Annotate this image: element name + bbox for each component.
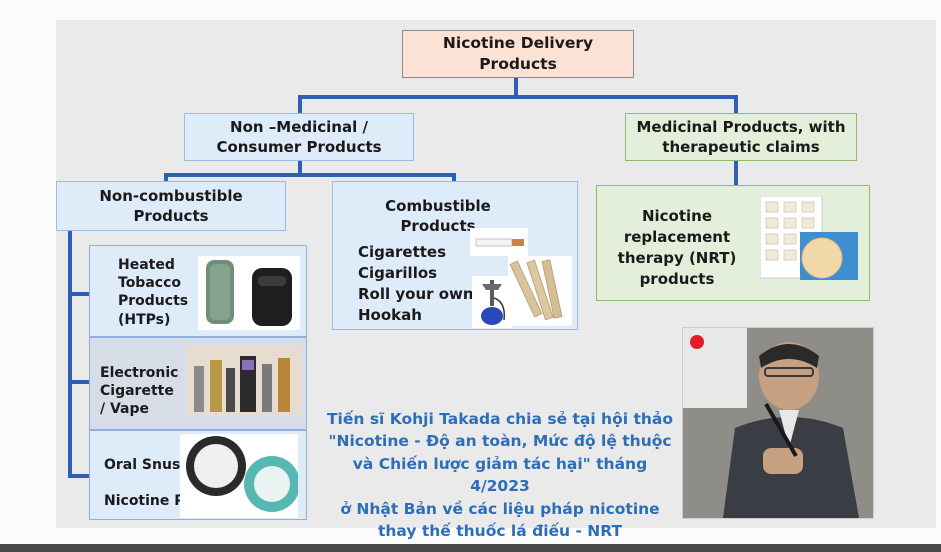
nrt-products-image bbox=[760, 196, 858, 280]
connector bbox=[514, 78, 518, 98]
node-non-combustible: Non-combustible Products bbox=[56, 181, 286, 231]
connector bbox=[298, 95, 738, 99]
nrt-label: Nicotine replacement therapy (NRT) produ… bbox=[614, 206, 740, 290]
connector bbox=[68, 230, 72, 478]
node-label: therapy (NRT) bbox=[617, 249, 737, 267]
caption-line: Tiến sĩ Kohji Takada chia sẻ tại hội thả… bbox=[326, 410, 673, 428]
row-label: Electronic bbox=[100, 365, 179, 381]
htp-device-image bbox=[198, 256, 300, 330]
cigarillos-image bbox=[508, 256, 572, 326]
bottom-bar bbox=[0, 544, 941, 552]
caption: Tiến sĩ Kohji Takada chia sẻ tại hội thả… bbox=[325, 408, 675, 543]
node-medicinal: Medicinal Products, with therapeutic cla… bbox=[625, 113, 857, 161]
connector bbox=[68, 380, 90, 384]
ecig-label: Electronic Cigarette / Vape bbox=[100, 364, 178, 419]
list-item: Cigarettes bbox=[358, 243, 447, 261]
row-label: Heated bbox=[118, 257, 175, 273]
connector bbox=[734, 95, 738, 113]
connector bbox=[164, 173, 456, 177]
node-label: Consumer Products bbox=[216, 138, 382, 156]
snus-label: Oral Snus bbox=[104, 457, 181, 473]
node-label: therapeutic claims bbox=[662, 138, 820, 156]
connector bbox=[68, 292, 90, 296]
row-label: Tobacco bbox=[118, 275, 181, 292]
caption-line: "Nicotine - Độ an toàn, Mức độ lệ thuộc bbox=[328, 432, 672, 451]
node-label: Products bbox=[133, 207, 209, 225]
list-item: Roll your own bbox=[358, 285, 474, 303]
row-label: Products bbox=[118, 293, 189, 310]
vape-devices-image bbox=[186, 346, 302, 416]
node-label: Nicotine bbox=[641, 207, 713, 225]
node-non-medicinal: Non –Medicinal / Consumer Products bbox=[184, 113, 414, 161]
list-item: Cigarillos bbox=[358, 264, 438, 282]
combustible-list: Cigarettes Cigarillos Roll your own Hook… bbox=[358, 242, 474, 326]
node-label: Non-combustible bbox=[99, 186, 243, 205]
node-nicotine-delivery-products: Nicotine Delivery Products bbox=[402, 30, 634, 78]
node-label: Medicinal Products, with bbox=[636, 117, 846, 136]
connector bbox=[164, 173, 168, 183]
connector bbox=[68, 474, 90, 478]
hookah-image bbox=[472, 276, 512, 328]
caption-line: thay thế thuốc lá điếu - NRT bbox=[377, 522, 623, 541]
node-label: products bbox=[639, 270, 715, 288]
speaker-photo bbox=[682, 327, 874, 519]
node-label: Products bbox=[400, 216, 476, 235]
row-label: / Vape bbox=[100, 401, 150, 418]
connector bbox=[452, 173, 456, 181]
row-label: (HTPs) bbox=[118, 311, 171, 328]
cigarette-image bbox=[470, 228, 528, 256]
caption-line: ở Nhật Bản về các liệu pháp nicotine bbox=[340, 499, 660, 518]
htp-label: Heated Tobacco Products (HTPs) bbox=[118, 256, 188, 329]
connector bbox=[298, 95, 302, 113]
caption-line: và Chiến lược giảm tác hại" tháng 4/2023 bbox=[352, 454, 648, 496]
node-label: Nicotine Delivery Products bbox=[442, 34, 594, 73]
snus-pouch-image bbox=[180, 434, 298, 518]
row-label: Cigarette bbox=[100, 383, 174, 400]
list-item: Hookah bbox=[358, 306, 422, 324]
combustible-title: Combustible Products bbox=[378, 197, 498, 236]
node-label: Non –Medicinal / bbox=[230, 117, 368, 136]
connector bbox=[298, 160, 302, 176]
speaker-illustration bbox=[683, 328, 873, 518]
connector bbox=[734, 160, 738, 186]
node-label: replacement bbox=[623, 228, 731, 246]
node-label: Combustible bbox=[385, 197, 491, 215]
